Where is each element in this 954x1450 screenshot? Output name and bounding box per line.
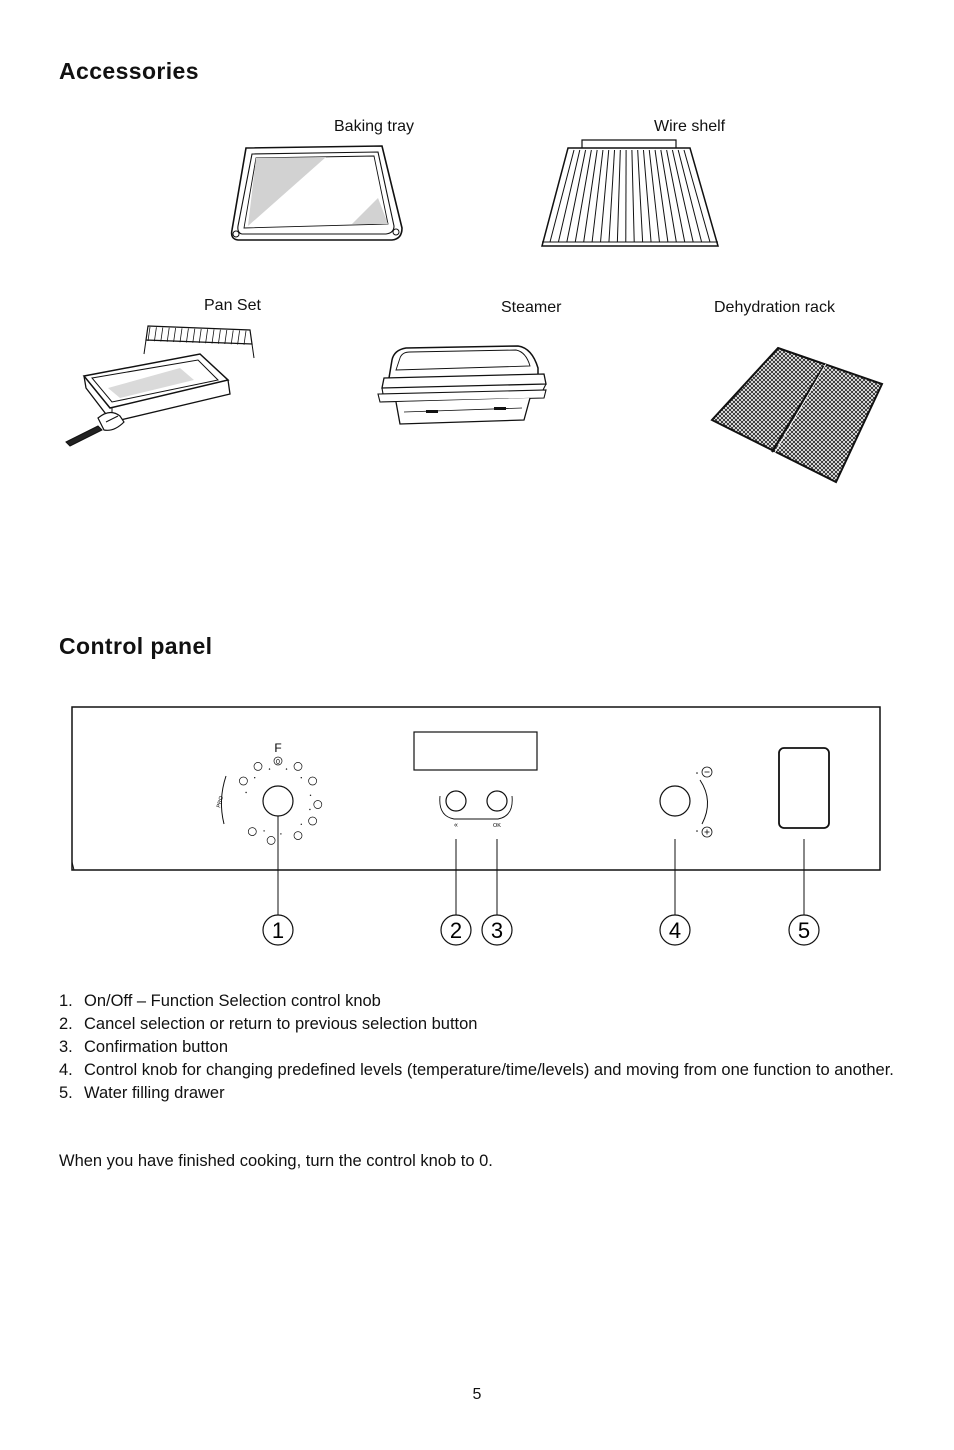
callout-leaders — [277, 816, 805, 915]
baking-tray-label: Baking tray — [334, 118, 415, 135]
callout-5: 5 — [798, 918, 810, 943]
water-filling-drawer[interactable] — [778, 747, 830, 829]
display-window — [413, 731, 538, 771]
legend-item-1: 1.On/Off – Function Selection control kn… — [59, 992, 381, 1010]
baking-tray-illustration — [230, 145, 403, 241]
legend-item-4: 4.Control knob for changing predefined l… — [59, 1061, 894, 1079]
button-bracket — [439, 795, 513, 820]
callout-3: 3 — [491, 918, 503, 943]
level-control-knob[interactable] — [659, 785, 691, 817]
dehydration-rack-label: Dehydration rack — [714, 299, 835, 316]
function-symbol-icon — [293, 762, 303, 771]
ok-glyph: OK — [493, 823, 501, 829]
callout-4: 4 — [669, 918, 681, 943]
steamer-label: Steamer — [501, 299, 562, 316]
confirm-ok-button[interactable] — [486, 790, 508, 812]
function-symbol-icon — [239, 776, 248, 786]
function-knob[interactable] — [262, 785, 294, 817]
control-panel-heading: Control panel — [59, 633, 213, 659]
function-symbol-icon — [266, 836, 276, 845]
panel-frame — [71, 706, 881, 871]
steamer-illustration — [377, 345, 547, 425]
dial-pro-text: PRO — [216, 795, 225, 809]
legend-item-3: 3.Confirmation button — [59, 1038, 228, 1056]
level-arc — [699, 779, 708, 825]
page-number: 5 — [472, 1386, 482, 1403]
callout-2-circle — [440, 914, 472, 946]
pan-set-label: Pan Set — [204, 297, 261, 314]
function-symbol-icon — [247, 827, 257, 836]
wire-shelf-label: Wire shelf — [654, 118, 726, 135]
function-symbol-icon — [253, 762, 263, 771]
accessories-heading: Accessories — [59, 58, 199, 84]
callout-1: 1 — [272, 918, 284, 943]
callout-3-circle — [481, 914, 513, 946]
control-panel-legend: 1.On/Off – Function Selection control kn… — [59, 990, 909, 1105]
legend-item-5: 5.Water filling drawer — [59, 1084, 225, 1102]
function-symbol-icon — [313, 800, 323, 809]
callout-1-circle — [262, 914, 294, 946]
function-symbol-icon — [293, 831, 303, 840]
wire-shelf-illustration — [541, 139, 719, 247]
back-glyph: « — [454, 822, 458, 829]
callout-5-circle — [788, 914, 820, 946]
callout-2: 2 — [450, 918, 462, 943]
plus-icon — [701, 826, 713, 838]
dehydration-rack-illustration — [710, 346, 884, 484]
minus-icon — [701, 766, 713, 778]
dial-f-mark: F — [274, 741, 281, 755]
cancel-back-button[interactable] — [445, 790, 467, 812]
pan-set-illustration — [65, 325, 255, 447]
dial-zero-mark: 0 — [276, 759, 280, 766]
function-selection-knob[interactable]: F 0 PRO — [216, 741, 323, 845]
callout-4-circle — [659, 914, 691, 946]
function-symbol-icon — [273, 756, 283, 766]
control-panel-diagram: F 0 PRO « OK 1 2 3 4 5 — [71, 706, 881, 946]
function-symbol-icon — [308, 776, 317, 786]
finish-cooking-note: When you have finished cooking, turn the… — [59, 1152, 493, 1170]
function-symbol-icon — [308, 816, 317, 826]
legend-item-2: 2.Cancel selection or return to previous… — [59, 1015, 478, 1033]
pro-arc — [220, 775, 227, 825]
